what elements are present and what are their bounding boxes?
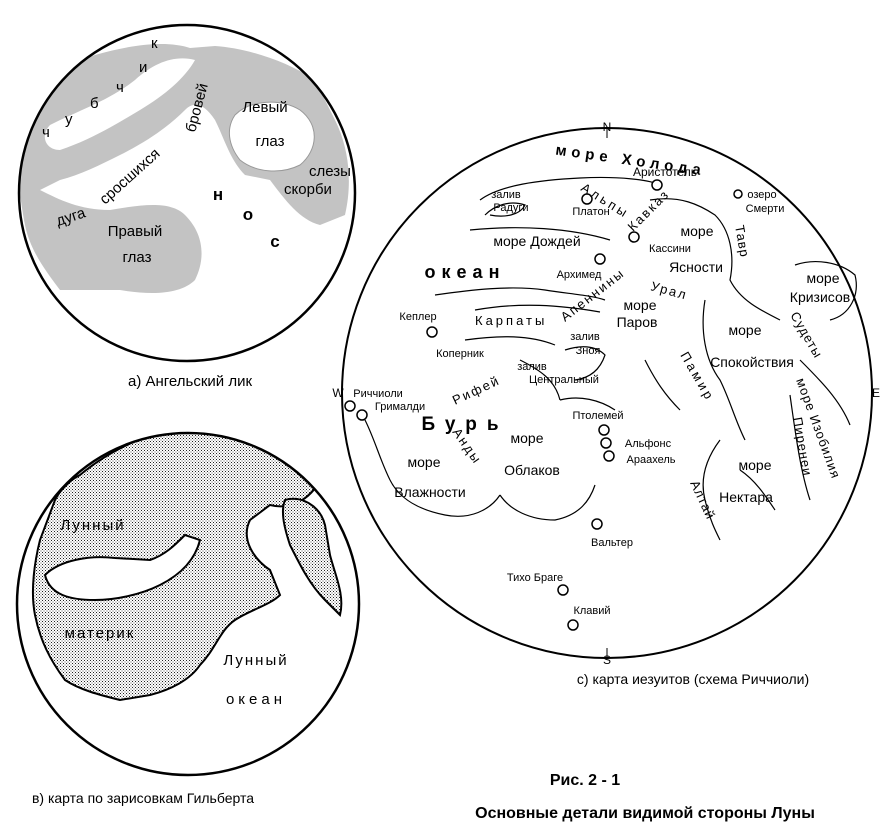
label-carpaty: Карпаты (475, 313, 547, 328)
label-kopernik: Коперник (436, 348, 484, 360)
label-nose-s: с (270, 232, 279, 251)
label-riccioli: Риччиоли (353, 388, 403, 400)
label-clouds-2: Облаков (504, 462, 560, 478)
mare-outlines (364, 176, 857, 541)
label-vapours-1: море (624, 297, 657, 313)
label-ocean-1: Лунный (223, 652, 288, 669)
label-lips-4: ч (116, 79, 124, 96)
label-lips-6: к (151, 35, 158, 52)
label-lips-2: у (65, 111, 73, 128)
panel-jesuit-map: N S E W (332, 120, 880, 687)
crater-alphons (600, 437, 612, 449)
label-nose-o: о (243, 205, 253, 224)
label-central-1: залив (517, 361, 547, 373)
label-humidity-1: море (408, 454, 441, 470)
land-mass-right (281, 497, 343, 617)
compass-n: N (603, 120, 612, 134)
label-grimaldi: Грималди (375, 401, 425, 413)
label-tears-1: слезы (309, 163, 351, 180)
label-tycho: Тихо Браге (507, 572, 563, 584)
label-zaliv-radugi-2: Радуги (493, 202, 528, 214)
crater-kopernik (426, 326, 438, 338)
label-platon: Платон (572, 206, 609, 218)
face-shading (19, 44, 349, 293)
label-left-eye-1: Левый (242, 99, 287, 116)
label-kassini: Кассини (649, 243, 691, 255)
panel-a-outline (17, 23, 357, 363)
crater-ptolemy (598, 424, 610, 436)
label-right-eye-2: глаз (123, 249, 152, 266)
crater-grimaldi (356, 409, 368, 421)
label-zaliv-znoya-2: Зноя (576, 345, 601, 357)
label-land-2: материк (65, 625, 136, 642)
label-nose-n: н (213, 185, 223, 204)
label-lips-5: и (139, 59, 147, 76)
panel-gilbert-map: Лунный материк Лунный океан в) карта по … (15, 431, 361, 806)
crater-lake-death (733, 189, 743, 199)
figure-number: Рис. 2 - 1 (550, 772, 620, 789)
label-rains-sea: море Дождей (493, 233, 580, 249)
crater-platon (581, 193, 593, 205)
panel-b-outline (15, 431, 361, 777)
label-tranq-1: море (729, 322, 762, 338)
label-zaliv-radugi-1: залив (491, 189, 521, 201)
label-ptolemy: Птолемей (572, 410, 623, 422)
crater-arzachel (603, 450, 615, 462)
label-arzachel: Араахель (627, 454, 676, 466)
label-humidity-2: Влажности (394, 484, 465, 500)
label-storms: Бурь (421, 414, 508, 435)
label-land-1: Лунный (60, 517, 125, 534)
crater-tycho (557, 584, 569, 596)
label-altai: Алтай (687, 478, 718, 522)
label-central-2: Центральный (529, 374, 599, 386)
label-riphean: Рифей (450, 373, 503, 408)
label-left-eye-2: глаз (256, 133, 285, 150)
label-vapours-2: Паров (617, 314, 658, 330)
label-walter: Вальтер (591, 537, 633, 549)
crater-walter (591, 518, 603, 530)
label-alphons: Альфонс (625, 438, 672, 450)
label-crises-1: море (807, 270, 840, 286)
compass-w: W (332, 386, 344, 400)
label-aristotel: Аристотель (633, 165, 697, 179)
label-zaliv-znoya-1: залив (570, 331, 600, 343)
left-eye-shape (228, 101, 315, 172)
compass-e: E (872, 386, 880, 400)
label-lips-3: б (90, 95, 99, 112)
crater-riccioli (344, 400, 356, 412)
label-tears-2: скорби (284, 181, 332, 198)
label-clarity-1: море (681, 223, 714, 239)
inner-ocean-bay (43, 533, 202, 602)
label-clouds-1: море (511, 430, 544, 446)
label-lake-death-2: Смерти (746, 203, 785, 215)
panel-angel-face: Левый глаз слезы скорби Правый глаз н о … (17, 23, 357, 390)
compass-s: S (603, 653, 611, 667)
crater-kassini (628, 231, 640, 243)
label-tranq-2: Спокойствия (710, 354, 794, 370)
crater-arkhimed (594, 253, 606, 265)
label-arkhimed: Архимед (557, 269, 602, 281)
label-lake-death-1: озеро (747, 189, 776, 201)
craters (344, 179, 743, 631)
label-taurus: Тавр (732, 224, 752, 259)
label-ocean-2: океан (226, 691, 286, 708)
label-kepler: Кеплер (399, 311, 436, 323)
label-lips-1: ч (42, 124, 50, 141)
label-crises-2: Кризисов (790, 289, 850, 305)
crater-aristotel (651, 179, 663, 191)
label-right-eye-1: Правый (108, 223, 163, 240)
caption-panel-b: в) карта по зарисовкам Гильберта (32, 790, 254, 806)
crater-clavius (567, 619, 579, 631)
label-clavius: Клавий (573, 605, 610, 617)
label-nectar-1: море (739, 457, 772, 473)
label-nectar-2: Нектара (719, 489, 773, 505)
figure-title: Основные детали видимой стороны Луны (475, 805, 815, 822)
face-highlight (44, 58, 195, 150)
label-ocean: океан (425, 262, 506, 282)
caption-panel-a: а) Ангельский лик (128, 373, 252, 390)
label-clarity-2: Ясности (669, 259, 723, 275)
caption-panel-c: с) карта иезуитов (схема Риччиоли) (577, 671, 809, 687)
label-kavkaz: Кавказ (625, 186, 673, 234)
